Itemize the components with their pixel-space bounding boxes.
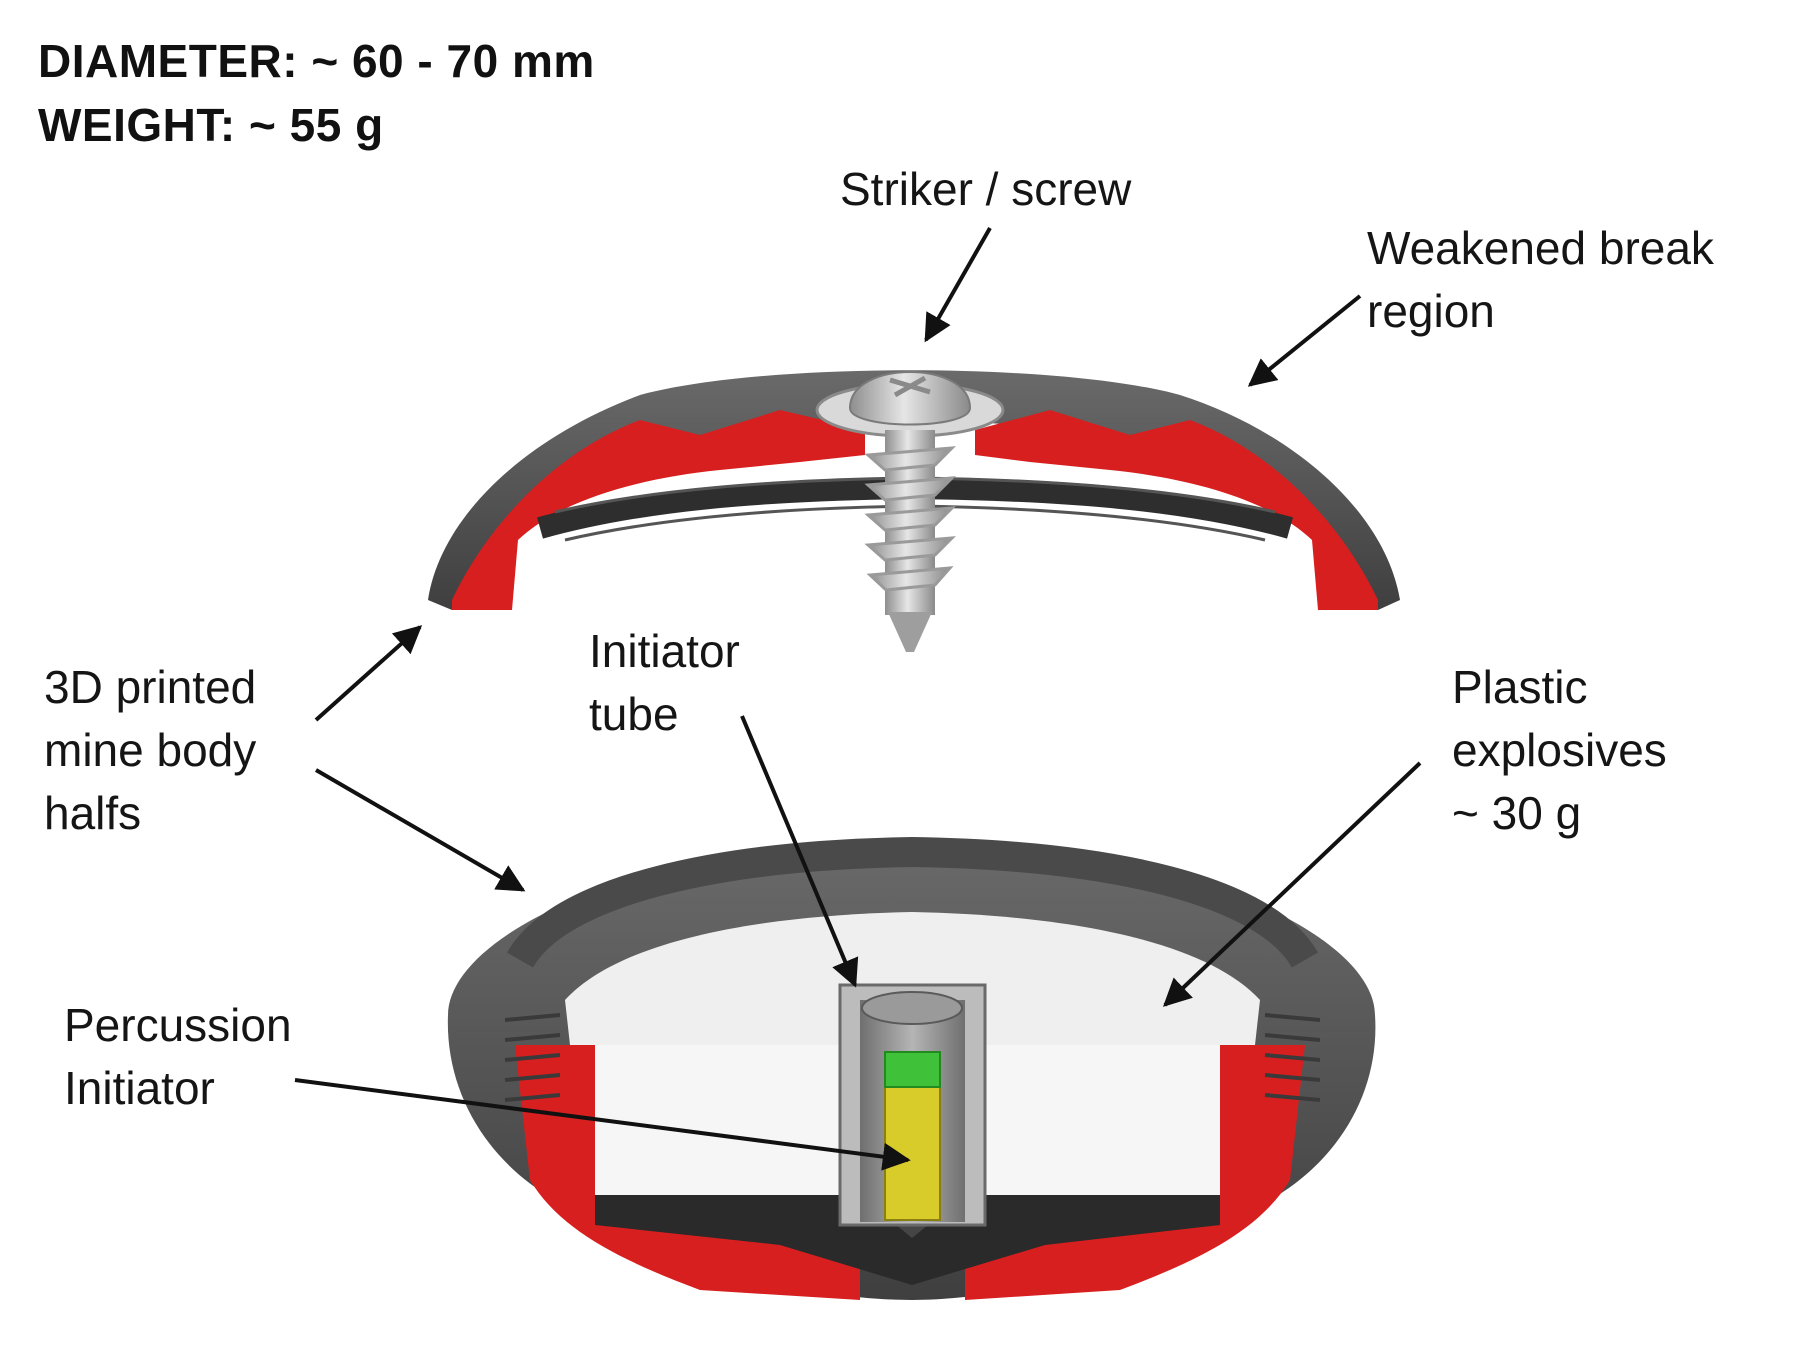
tube-top bbox=[861, 991, 963, 1025]
arrow-weakened-region bbox=[1247, 294, 1362, 387]
weight-spec: WEIGHT: ~ 55 g bbox=[38, 99, 384, 151]
initiator-tube bbox=[838, 983, 987, 1227]
bottom-rim bbox=[506, 836, 1319, 969]
bottom-threads-right bbox=[1264, 1013, 1321, 1102]
percussion-initiator-body bbox=[884, 1084, 941, 1221]
bottom-threads-left bbox=[504, 1013, 561, 1102]
label-line: Weakened break bbox=[1367, 222, 1714, 274]
label-striker-screw: Striker / screw bbox=[840, 158, 1131, 221]
label-line: region bbox=[1367, 285, 1495, 337]
label-initiator-tube: Initiator tube bbox=[589, 620, 740, 746]
diameter-spec: DIAMETER: ~ 60 - 70 mm bbox=[38, 35, 595, 87]
label-line: Initiator bbox=[589, 625, 740, 677]
label-weakened-break-region: Weakened break region bbox=[1367, 217, 1714, 343]
striker-screw bbox=[815, 371, 1005, 652]
arrow-percussion bbox=[294, 1078, 911, 1171]
screw-tip bbox=[888, 612, 932, 652]
percussion-initiator-cap bbox=[884, 1051, 941, 1088]
label-line: explosives bbox=[1452, 724, 1667, 776]
red-section-left bbox=[515, 1045, 860, 1300]
label-mine-body-halfs: 3D printed mine body halfs bbox=[44, 656, 256, 845]
label-line: ~ 30 g bbox=[1452, 787, 1582, 839]
label-percussion-initiator: Percussion Initiator bbox=[64, 994, 292, 1120]
label-plastic-explosives: Plastic explosives ~ 30 g bbox=[1452, 656, 1667, 845]
label-line: Percussion bbox=[64, 999, 292, 1051]
explosive-fill-right bbox=[985, 1045, 1220, 1195]
leader-arrows bbox=[294, 227, 1422, 1171]
explosive-fill-left bbox=[595, 1045, 840, 1195]
screw-drive-slot bbox=[889, 375, 931, 398]
top-red-section-left bbox=[452, 410, 865, 610]
arrow-body-top bbox=[314, 625, 423, 722]
screw-head bbox=[848, 371, 972, 426]
arrow-explosives bbox=[1162, 761, 1422, 1007]
bottom-cavity bbox=[595, 1195, 1220, 1285]
arrow-body-bottom bbox=[314, 768, 526, 892]
label-line: halfs bbox=[44, 787, 142, 839]
top-red-section-right bbox=[975, 410, 1378, 610]
explosive-surface-top bbox=[565, 912, 1260, 1045]
screw-thread bbox=[864, 446, 956, 592]
label-line: 3D printed bbox=[44, 661, 257, 713]
label-line: mine body bbox=[44, 724, 257, 776]
label-line: tube bbox=[589, 688, 679, 740]
label-line: Plastic bbox=[1452, 661, 1588, 713]
arrow-initiator-tube bbox=[740, 715, 859, 988]
label-line: Striker / screw bbox=[840, 163, 1132, 215]
arrow-striker bbox=[924, 227, 992, 343]
label-line: Initiator bbox=[64, 1062, 215, 1114]
